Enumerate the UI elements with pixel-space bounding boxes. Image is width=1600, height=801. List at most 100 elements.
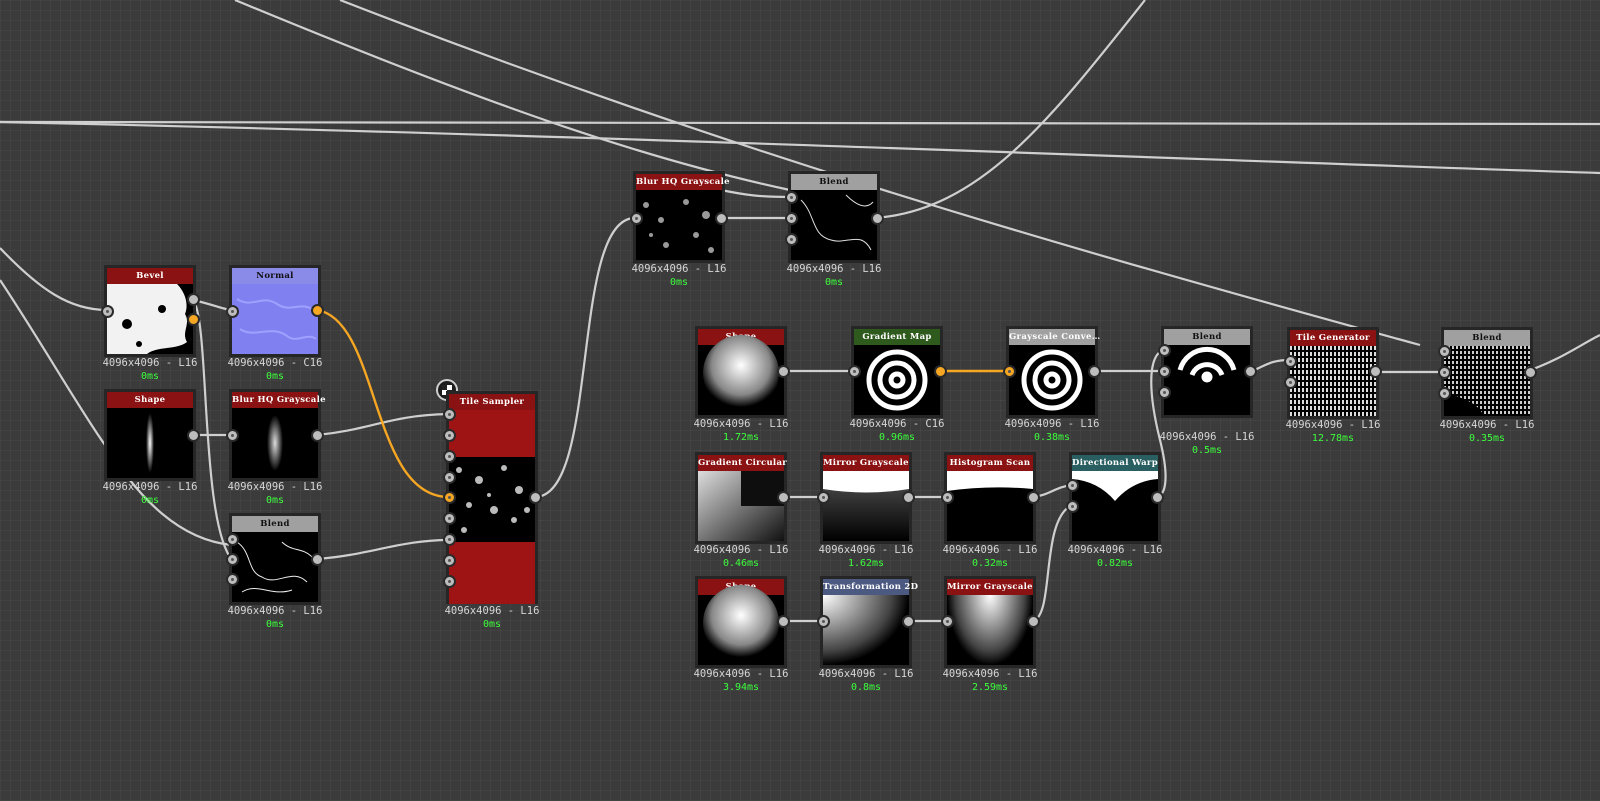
- node-title: Blend: [232, 516, 318, 532]
- node-shape[interactable]: Shape: [695, 576, 787, 668]
- node-mirror-grayscale[interactable]: Mirror Grayscale: [944, 576, 1036, 668]
- node-resolution: 4096x4096 - L16: [1285, 419, 1381, 431]
- output-port[interactable]: [1524, 366, 1537, 379]
- output-port[interactable]: [1369, 365, 1382, 378]
- output-port[interactable]: [871, 212, 884, 225]
- output-port[interactable]: [187, 429, 200, 442]
- node-resolution: 4096x4096 - C16: [849, 418, 945, 430]
- node-mirror-grayscale[interactable]: Mirror Grayscale: [820, 452, 912, 544]
- node-directional-warp[interactable]: Directional Warp: [1069, 452, 1161, 544]
- output-port[interactable]: [902, 491, 915, 504]
- input-port[interactable]: [1066, 479, 1079, 492]
- node-time: 0ms: [140, 495, 160, 506]
- input-port[interactable]: [785, 233, 798, 246]
- node-blend[interactable]: Blend: [229, 513, 321, 605]
- node-resolution: 4096x4096 - L16: [631, 263, 727, 275]
- node-time: 1.62ms: [847, 558, 885, 569]
- input-port[interactable]: [443, 429, 456, 442]
- input-port[interactable]: [1066, 500, 1079, 513]
- output-port[interactable]: [1027, 615, 1040, 628]
- output-port[interactable]: [715, 212, 728, 225]
- node-thumbnail: [636, 190, 722, 260]
- input-port[interactable]: [848, 365, 861, 378]
- node-tile-sampler[interactable]: Tile Sampler: [446, 391, 538, 604]
- node-resolution: 4096x4096 - L16: [818, 668, 914, 680]
- output-port[interactable]: [187, 313, 200, 326]
- input-port[interactable]: [443, 491, 456, 504]
- input-port[interactable]: [443, 450, 456, 463]
- input-port[interactable]: [226, 305, 239, 318]
- output-port[interactable]: [529, 491, 542, 504]
- output-port[interactable]: [311, 304, 324, 317]
- input-port[interactable]: [443, 471, 456, 484]
- output-port[interactable]: [1088, 365, 1101, 378]
- input-port[interactable]: [785, 191, 798, 204]
- input-port[interactable]: [1284, 376, 1297, 389]
- input-port[interactable]: [443, 554, 456, 567]
- node-title: Tile Generator: [1290, 330, 1376, 346]
- input-port[interactable]: [1003, 365, 1016, 378]
- input-port[interactable]: [443, 512, 456, 525]
- wire: [0, 247, 108, 312]
- wire: [234, 0, 791, 192]
- input-port[interactable]: [817, 491, 830, 504]
- output-port[interactable]: [777, 491, 790, 504]
- input-port[interactable]: [1284, 355, 1297, 368]
- output-port[interactable]: [777, 615, 790, 628]
- input-port[interactable]: [443, 533, 456, 546]
- node-time: 2.59ms: [971, 682, 1009, 693]
- node-gradient-map[interactable]: Gradient Map: [851, 326, 943, 418]
- output-port[interactable]: [187, 293, 200, 306]
- node-shape[interactable]: Shape: [104, 389, 196, 481]
- input-port[interactable]: [1158, 386, 1171, 399]
- input-port[interactable]: [1438, 387, 1451, 400]
- input-port[interactable]: [1438, 366, 1451, 379]
- input-port[interactable]: [1158, 344, 1171, 357]
- node-transformation-2d[interactable]: Transformation 2D: [820, 576, 918, 668]
- node-time: 0ms: [265, 371, 285, 382]
- node-thumbnail: [791, 190, 877, 260]
- node-blend[interactable]: Blend: [788, 171, 880, 263]
- node-blend[interactable]: Blend: [1161, 326, 1253, 418]
- node-tile-generator[interactable]: Tile Generator: [1287, 327, 1379, 419]
- node-title: Normal: [232, 268, 318, 284]
- output-port[interactable]: [777, 365, 790, 378]
- input-port[interactable]: [1158, 365, 1171, 378]
- node-bevel[interactable]: Bevel: [104, 265, 196, 357]
- node-thumbnail: [1072, 471, 1158, 541]
- input-port[interactable]: [785, 212, 798, 225]
- output-port[interactable]: [311, 429, 324, 442]
- input-port[interactable]: [226, 573, 239, 586]
- node-resolution: 4096x4096 - L16: [693, 668, 789, 680]
- output-port[interactable]: [1027, 491, 1040, 504]
- node-resolution: 4096x4096 - L16: [818, 544, 914, 556]
- node-blend[interactable]: Blend: [1441, 327, 1533, 419]
- input-port[interactable]: [630, 212, 643, 225]
- input-port[interactable]: [941, 615, 954, 628]
- input-port[interactable]: [1438, 345, 1451, 358]
- input-port[interactable]: [101, 305, 114, 318]
- node-blur-hq-grayscale[interactable]: Blur HQ Grayscale: [229, 389, 326, 481]
- input-port[interactable]: [443, 408, 456, 421]
- node-grayscale-conversion[interactable]: Grayscale Conve…: [1006, 326, 1100, 418]
- wire: [720, 188, 791, 199]
- input-port[interactable]: [941, 491, 954, 504]
- input-port[interactable]: [817, 615, 830, 628]
- output-port[interactable]: [311, 553, 324, 566]
- node-blur-hq-grayscale[interactable]: Blur HQ Grayscale: [633, 171, 730, 263]
- node-shape[interactable]: Shape: [695, 326, 787, 418]
- input-port[interactable]: [443, 575, 456, 588]
- output-port[interactable]: [902, 615, 915, 628]
- output-port[interactable]: [934, 365, 947, 378]
- input-port[interactable]: [226, 533, 239, 546]
- node-normal[interactable]: Normal: [229, 265, 321, 357]
- node-gradient-circular[interactable]: Gradient Circular: [695, 452, 787, 544]
- input-port[interactable]: [226, 553, 239, 566]
- wire: [1524, 334, 1600, 374]
- node-histogram-scan[interactable]: Histogram Scan: [944, 452, 1036, 544]
- input-port[interactable]: [226, 429, 239, 442]
- output-port[interactable]: [1244, 365, 1257, 378]
- output-port[interactable]: [1151, 491, 1164, 504]
